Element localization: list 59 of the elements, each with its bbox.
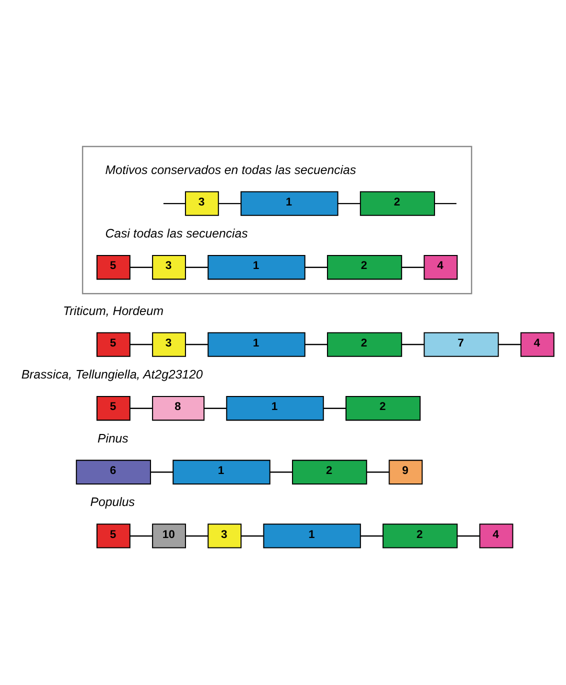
- connector: [218, 202, 240, 204]
- label: Casi todas las secuencias: [104, 226, 248, 240]
- label: Motivos conservados en todas las secuencias: [104, 162, 356, 176]
- connector: [185, 266, 208, 268]
- connector: [204, 407, 226, 408]
- connector: [360, 534, 382, 536]
- node-box: 2: [292, 459, 367, 484]
- cluster: [81, 145, 472, 294]
- node-box: 7: [423, 332, 498, 356]
- connector: [434, 202, 456, 204]
- label: Triticum, Hordeum: [62, 303, 163, 318]
- node-box: 1: [240, 190, 338, 216]
- node-box: 1: [207, 254, 305, 280]
- node-box: 2: [326, 254, 402, 280]
- connector: [129, 534, 152, 536]
- connector: [366, 471, 388, 472]
- node-box: 5: [96, 254, 130, 280]
- node-box: 1: [262, 523, 360, 548]
- node-box: 5: [96, 523, 130, 548]
- node-box: 6: [75, 459, 150, 484]
- node-box: 1: [172, 459, 270, 484]
- node-box: 2: [345, 396, 420, 420]
- connector: [304, 266, 327, 268]
- node-box: 1: [226, 396, 324, 420]
- label: Pinus: [97, 430, 128, 445]
- connector: [337, 202, 360, 204]
- node-box: 5: [96, 396, 130, 420]
- connector: [185, 534, 208, 536]
- connector: [240, 534, 263, 536]
- connector: [129, 266, 152, 268]
- connector: [185, 343, 208, 345]
- label: Populus: [90, 494, 134, 509]
- label: Brassica, Tellungiella, At2g23120: [20, 367, 202, 382]
- connector: [162, 202, 185, 204]
- connector: [304, 343, 327, 345]
- connector: [130, 407, 152, 408]
- node-box: 9: [388, 459, 422, 484]
- node-box: 4: [478, 523, 513, 548]
- node-box: 3: [207, 523, 242, 548]
- node-box: 1: [207, 332, 305, 356]
- node-box: 2: [359, 190, 435, 216]
- connector: [401, 343, 424, 345]
- node-box: 2: [382, 523, 458, 548]
- node-box: 4: [520, 332, 554, 356]
- node-box: 4: [423, 254, 458, 280]
- connector: [498, 343, 520, 345]
- node-box: 3: [152, 254, 186, 280]
- connector: [150, 471, 173, 472]
- node-box: 10: [152, 523, 186, 548]
- node-box: 5: [96, 332, 130, 356]
- node-box: 3: [184, 190, 218, 216]
- node-box: 2: [326, 332, 402, 356]
- connector: [456, 534, 480, 536]
- connector: [270, 471, 292, 472]
- connector: [323, 407, 346, 408]
- node-box: 3: [152, 332, 186, 356]
- connector: [129, 343, 152, 345]
- connector: [401, 266, 424, 268]
- node-box: 8: [152, 396, 204, 420]
